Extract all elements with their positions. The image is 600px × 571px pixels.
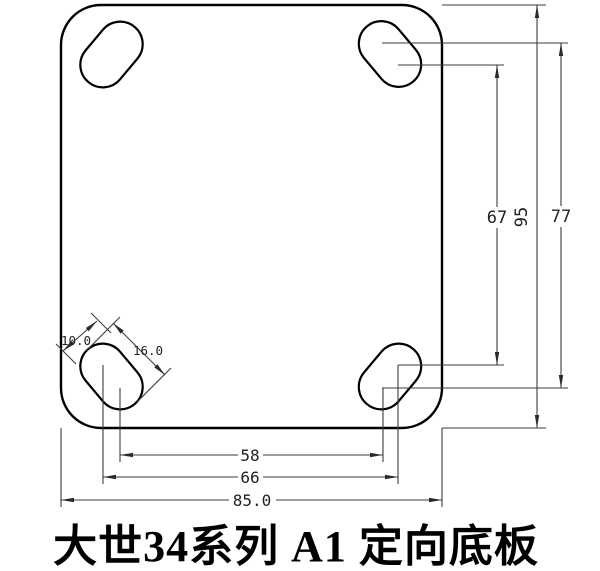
extension-line — [90, 312, 112, 334]
dim-label-holes-outer-horizontal: 66 — [240, 468, 259, 487]
dim-arrowhead — [103, 474, 116, 480]
extension-line — [85, 316, 121, 352]
dim-arrowhead — [63, 340, 75, 351]
extension-line — [55, 343, 77, 365]
mounting-slot-top-left — [79, 20, 144, 89]
dim-arrowhead — [120, 452, 133, 458]
dim-arrowhead — [558, 43, 564, 56]
drawing-title: 大世34系列 A1 定向底板 — [53, 522, 539, 571]
mounting-slots — [79, 20, 423, 411]
dim-arrowhead — [154, 364, 165, 375]
dim-label-plate-height: 95 — [512, 207, 532, 227]
plate-outline — [59, 3, 444, 430]
dim-arrowhead — [558, 375, 564, 388]
dim-label-slot-width: 10.0 — [61, 333, 91, 348]
dim-arrowhead — [534, 415, 540, 428]
dim-arrowhead — [494, 352, 500, 365]
dim-arrowhead — [370, 452, 383, 458]
dim-label-holes-outer-vertical: 77 — [551, 207, 571, 227]
dimension-lines — [61, 5, 564, 503]
dim-arrowhead — [61, 497, 74, 503]
extension-lines — [55, 4, 568, 507]
dimension-labels: 67 95 77 58 66 85.0 10.0 16.0 — [61, 207, 571, 510]
extension-line — [136, 367, 172, 403]
dim-arrowhead — [429, 497, 442, 503]
dim-arrowhead — [85, 321, 97, 332]
dim-label-plate-width: 85.0 — [233, 491, 272, 510]
mounting-slot-top-right — [357, 20, 423, 88]
dim-arrowhead — [113, 323, 124, 334]
dim-arrowhead — [494, 65, 500, 78]
dim-label-holes-inner-vertical: 67 — [487, 208, 507, 228]
dim-label-slot-length: 16.0 — [133, 343, 163, 358]
dim-arrowhead — [385, 474, 398, 480]
mounting-slot-bottom-right — [357, 342, 423, 411]
dim-label-holes-inner-horizontal: 58 — [240, 446, 259, 465]
dim-arrowhead — [534, 5, 540, 18]
